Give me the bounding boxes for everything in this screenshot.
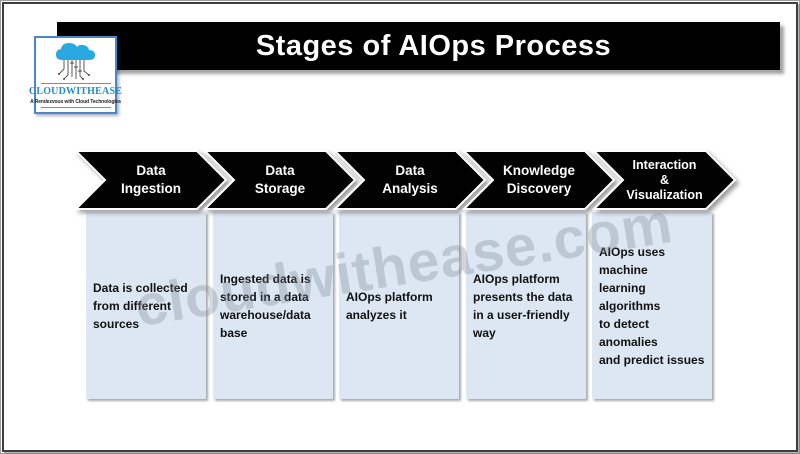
stage-arrow-label: Knowledge Discovery: [502, 162, 575, 196]
stage-arrow-data-analysis: Data Analysis: [333, 150, 487, 210]
stage-description-text: AIOps uses machine learning algorithms t…: [599, 244, 705, 367]
logo-divider-bottom: [40, 107, 111, 108]
stage-description-data-analysis: AIOps platform analyzes it: [339, 212, 459, 399]
stage-arrow-knowledge-discovery: Knowledge Discovery: [462, 150, 616, 210]
title-bar: Stages of AIOps Process: [57, 22, 780, 70]
chevron-shape: [333, 150, 487, 210]
cloud-with-circuit-roots-icon: [55, 43, 95, 80]
page-title: Stages of AIOps Process: [255, 29, 612, 62]
stage-arrow-data-ingestion: Data Ingestion: [74, 150, 228, 210]
logo-brand-name: CLOUDWITHEASE: [28, 86, 123, 97]
stage-arrow-label: Data Storage: [254, 162, 306, 196]
stage-description-text: Ingested data is stored in a data wareho…: [220, 271, 311, 340]
chevron-shape: [203, 150, 357, 210]
cloudwithease-logo: CLOUDWITHEASE A Rendezvous with Cloud Te…: [29, 36, 122, 114]
stage-arrow-data-storage: Data Storage: [203, 150, 357, 210]
stage-arrow-interaction-visualization: Interaction & Visualization: [592, 150, 737, 210]
stage-arrow-label: Data Ingestion: [121, 162, 181, 196]
logo-divider-top: [40, 83, 111, 84]
stage-arrow-label: Data Analysis: [382, 162, 438, 196]
stage-description-knowledge-discovery: AIOps platform presents the data in a us…: [466, 212, 586, 399]
logo-tagline: A Rendezvous with Cloud Technologies: [30, 99, 121, 105]
stage-description-data-storage: Ingested data is stored in a data wareho…: [213, 212, 333, 399]
chevron-shape: [74, 150, 228, 210]
stage-description-text: Data is collected from different sources: [93, 280, 188, 331]
stage-description-text: AIOps platform presents the data in a us…: [473, 271, 573, 340]
chevron-shape: [592, 150, 737, 210]
chevron-shape: [462, 150, 616, 210]
stage-arrow-label: Interaction & Visualization: [626, 157, 703, 202]
stage-description-data-ingestion: Data is collected from different sources: [86, 212, 206, 399]
stage-description-text: AIOps platform analyzes it: [346, 289, 433, 322]
stage-description-interaction-visualization: AIOps uses machine learning algorithms t…: [592, 212, 712, 399]
